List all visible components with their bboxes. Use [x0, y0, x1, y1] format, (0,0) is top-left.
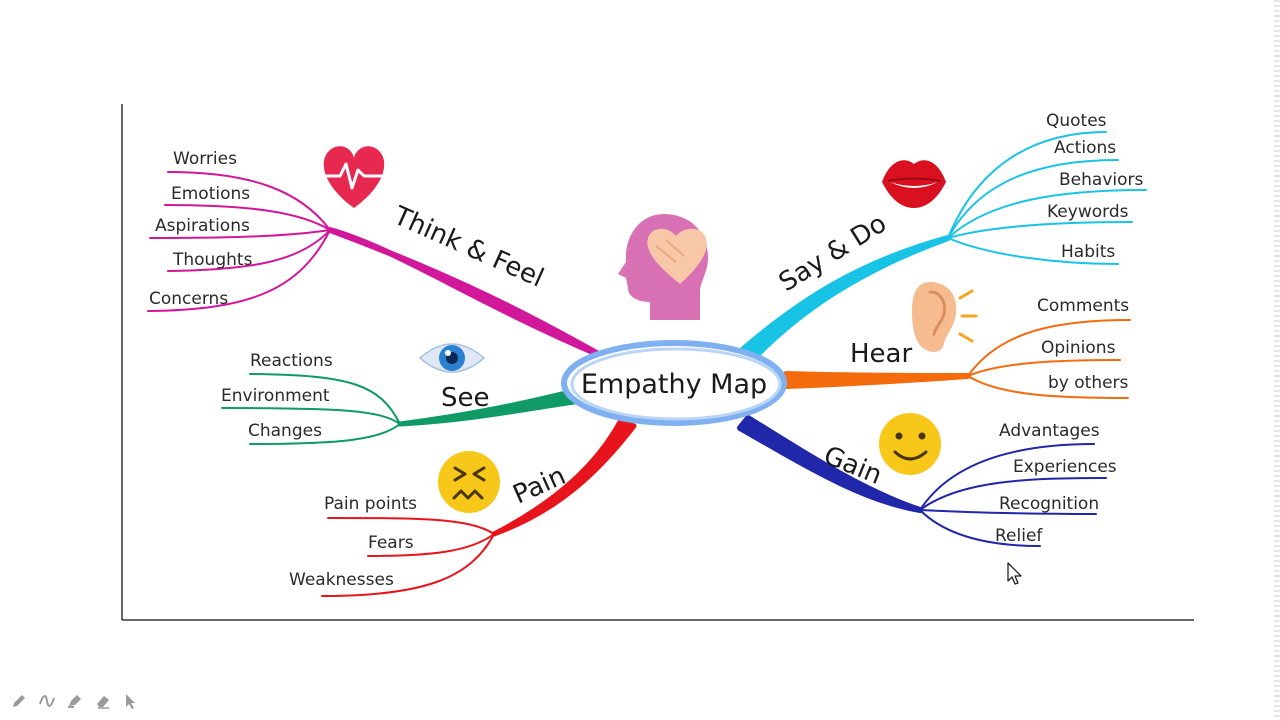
eraser-icon[interactable] [92, 690, 114, 712]
smiley-face-icon [879, 413, 941, 475]
frustrated-face-icon [438, 451, 500, 513]
say-do-item: Actions [1054, 138, 1116, 158]
mouse-cursor-icon [1007, 562, 1022, 585]
hear-label: Hear [850, 339, 912, 369]
see-item: Reactions [250, 351, 333, 371]
say-do-item: Habits [1061, 242, 1115, 262]
pain-label: Pain [509, 461, 571, 510]
center-label: Empathy Map [581, 369, 767, 400]
gain-item: Experiences [1013, 457, 1117, 477]
gain-item: Recognition [999, 494, 1099, 514]
head-heart-icon [618, 214, 708, 320]
pain-item: Weaknesses [289, 570, 394, 590]
pain-item: Pain points [324, 494, 417, 514]
branch-think-feel: Worries Emotions Aspirations Thoughts Co… [147, 146, 605, 359]
eye-icon [418, 343, 486, 373]
say-do-item: Keywords [1047, 202, 1129, 222]
see-item: Environment [221, 386, 330, 406]
branch-gain: Advantages Experiences Recognition Relie… [737, 413, 1117, 547]
think-feel-item: Aspirations [155, 216, 250, 236]
pain-item: Fears [368, 533, 414, 553]
highlighter-icon[interactable] [64, 690, 86, 712]
see-item: Changes [248, 421, 322, 441]
think-feel-item: Emotions [171, 184, 250, 204]
branch-pain: Pain points Fears Weaknesses Pain [289, 419, 637, 597]
see-label: See [441, 383, 490, 413]
think-feel-item: Concerns [149, 289, 228, 309]
say-do-item: Behaviors [1059, 170, 1143, 190]
hear-item: Opinions [1041, 338, 1116, 358]
think-feel-item: Thoughts [172, 250, 253, 270]
curve-icon[interactable] [36, 690, 58, 712]
ear-icon [912, 282, 978, 352]
heart-pulse-icon [323, 146, 385, 208]
gain-item: Relief [995, 526, 1043, 546]
think-feel-label: Think & Feel [388, 201, 548, 294]
pointer-icon[interactable] [120, 690, 142, 712]
hear-item: Comments [1037, 296, 1129, 316]
window-edge-strip [1274, 0, 1280, 720]
pen-icon[interactable] [8, 690, 30, 712]
gain-item: Advantages [999, 421, 1100, 441]
lips-icon [882, 160, 946, 208]
center-node: Empathy Map [561, 340, 787, 426]
annotation-toolbar [8, 690, 142, 712]
think-feel-item: Worries [173, 149, 237, 169]
hear-item: by others [1048, 373, 1129, 393]
branch-see: Reactions Environment Changes See [221, 343, 577, 445]
branch-hear: Comments Opinions by others Hear [783, 282, 1131, 399]
say-do-item: Quotes [1046, 111, 1107, 131]
